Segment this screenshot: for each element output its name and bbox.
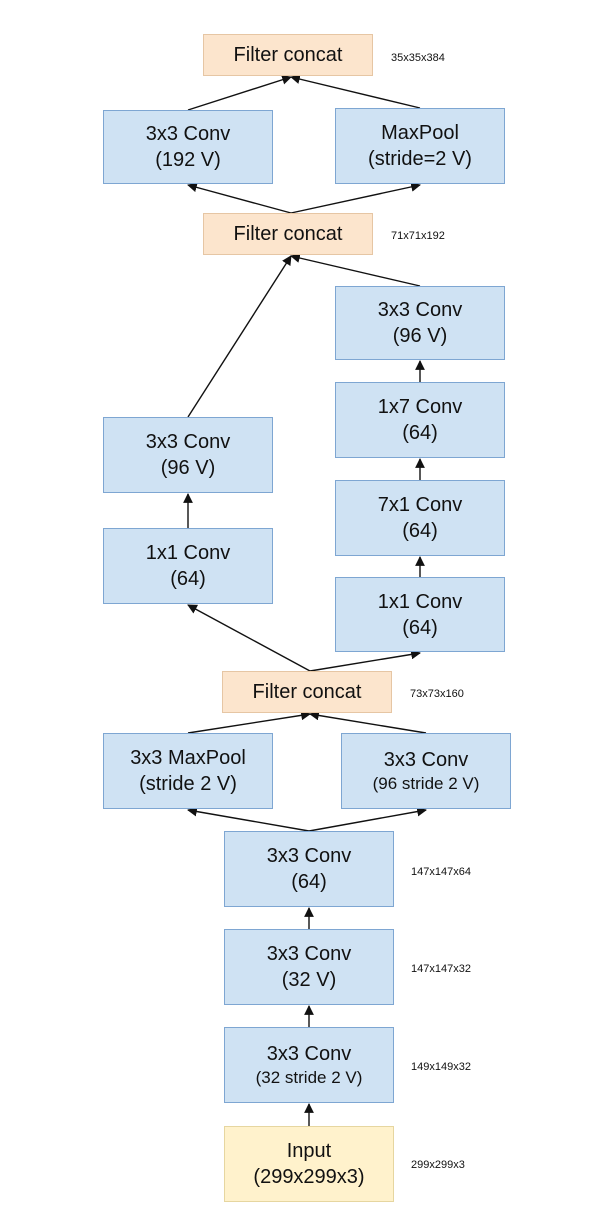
node-line: (192 V) (155, 149, 221, 171)
node-maxpool-stride2: MaxPool (stride=2 V) (335, 108, 505, 184)
shape-label: 35x35x384 (391, 52, 445, 64)
node-line: 3x3 Conv (383, 748, 469, 771)
node-line: (96 V) (160, 457, 216, 479)
node-stem-conv-32v: 3x3 Conv (32 V) (224, 929, 394, 1005)
node-concat-low: Filter concat (222, 671, 392, 713)
node-conv-192: 3x3 Conv (192 V) (103, 110, 273, 184)
shape-label: 71x71x192 (391, 230, 445, 242)
node-line: (32 stride 2 V) (255, 1067, 363, 1087)
node-line: 3x3 Conv (266, 943, 352, 965)
node-line: 1x1 Conv (145, 542, 231, 564)
edge-stem-conv-64-to-conv-96-stride2 (308, 806, 427, 832)
node-line: (96 stride 2 V) (372, 773, 480, 793)
edge-stem-conv-64-to-maxpool-3x3 (187, 806, 310, 832)
node-line: 3x3 MaxPool (130, 747, 246, 769)
node-line: MaxPool (381, 122, 459, 144)
shape-label: 299x299x3 (411, 1159, 465, 1171)
node-line: (stride=2 V) (368, 148, 472, 170)
node-line: 1x7 Conv (377, 396, 463, 418)
node-line: 1x1 Conv (377, 590, 463, 613)
node-r-1x7-64: 1x7 Conv (64) (335, 382, 505, 458)
node-line: 3x3 Conv (145, 431, 231, 453)
node-maxpool-3x3: 3x3 MaxPool (stride 2 V) (103, 733, 273, 809)
node-l-3x3-96: 3x3 Conv (96 V) (103, 417, 273, 493)
node-l-1x1-64: 1x1 Conv (64) (103, 528, 273, 604)
node-input: Input (299x299x3) (224, 1126, 394, 1202)
node-r-3x3-96: 3x3 Conv (96 V) (335, 286, 505, 360)
node-line: 3x3 Conv (377, 299, 463, 321)
edge-conv-96-stride2-to-concat-low (309, 710, 427, 734)
node-conv-96-stride2: 3x3 Conv (96 stride 2 V) (341, 733, 511, 809)
node-line: Filter concat (233, 223, 343, 245)
node-line: 7x1 Conv (377, 494, 463, 516)
edge-conv-192-to-concat-top (187, 75, 292, 111)
node-line: (64) (402, 422, 438, 444)
shape-label: 147x147x32 (411, 963, 471, 975)
node-line: 3x3 Conv (266, 845, 352, 867)
node-line: Filter concat (233, 44, 343, 66)
node-line: (64) (402, 520, 438, 542)
node-stem-conv-32-stride2: 3x3 Conv (32 stride 2 V) (224, 1027, 394, 1103)
edge-l-3x3-96-to-concat-mid (187, 255, 292, 418)
node-line: Filter concat (252, 681, 362, 703)
node-line: 3x3 Conv (266, 1042, 352, 1065)
node-concat-top: Filter concat (203, 34, 373, 76)
edge-concat-low-to-r-1x1-64 (309, 649, 421, 672)
edge-concat-mid-to-maxpool-stride2 (290, 182, 421, 214)
edge-r-3x3-96-to-concat-mid (290, 253, 421, 287)
shape-label: 147x147x64 (411, 866, 471, 878)
edge-concat-mid-to-conv-192 (187, 182, 292, 214)
node-line: Input (286, 1140, 332, 1162)
node-line: (64) (291, 871, 327, 893)
edge-maxpool-3x3-to-concat-low (187, 710, 311, 734)
node-line: (stride 2 V) (139, 773, 237, 795)
edge-maxpool-stride2-to-concat-top (290, 74, 421, 109)
node-line: (96 V) (392, 325, 448, 347)
node-line: (299x299x3) (253, 1166, 365, 1188)
node-line: 3x3 Conv (145, 123, 231, 145)
node-line: (32 V) (281, 969, 337, 991)
node-concat-mid: Filter concat (203, 213, 373, 255)
edge-concat-low-to-l-1x1-64 (187, 604, 311, 672)
node-line: (64) (402, 616, 438, 639)
node-r-7x1-64: 7x1 Conv (64) (335, 480, 505, 556)
shape-label: 73x73x160 (410, 688, 464, 700)
node-line: (64) (170, 568, 206, 590)
node-stem-conv-64: 3x3 Conv (64) (224, 831, 394, 907)
shape-label: 149x149x32 (411, 1061, 471, 1073)
node-r-1x1-64: 1x1 Conv (64) (335, 577, 505, 652)
